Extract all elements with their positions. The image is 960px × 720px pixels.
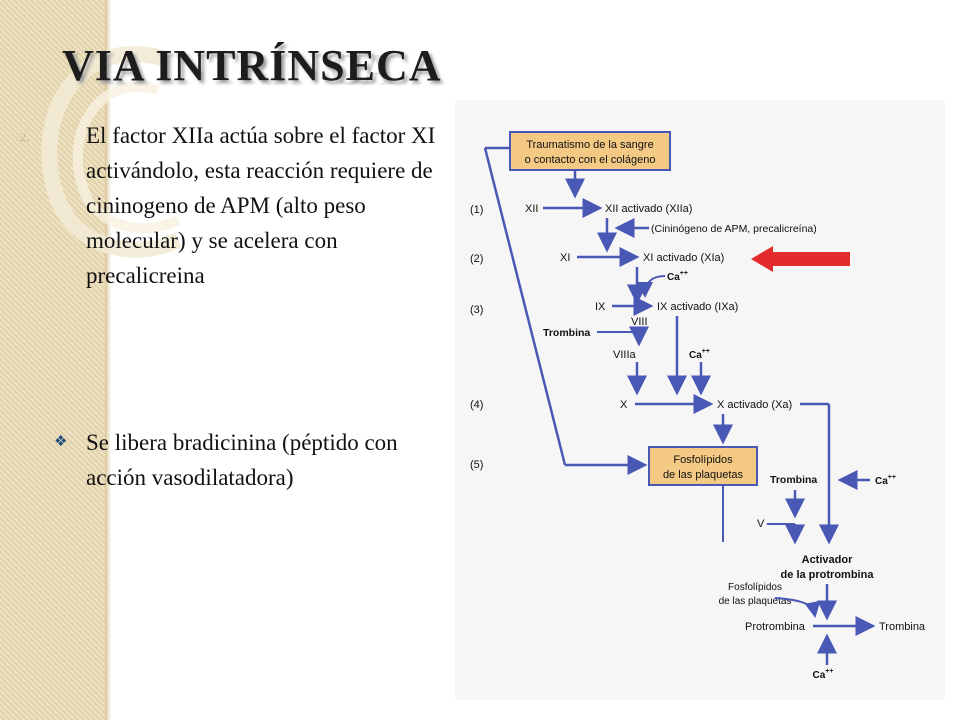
fosfo-line2: de las plaquetas	[663, 469, 744, 481]
activador-line2: de la protrombina	[781, 569, 875, 581]
step-2: (2)	[470, 253, 483, 265]
bullet-text-bradicinina: Se libera bradicinina (péptido con acció…	[86, 430, 398, 490]
arrow-fosfo2-curve	[774, 597, 821, 618]
label-v: V	[757, 518, 765, 530]
label-xia: XI activado (XIa)	[643, 252, 724, 264]
fosfolipidos-box	[648, 446, 758, 486]
start-box	[509, 131, 671, 171]
start-box-line2: o contacto con el colágeno	[525, 154, 656, 166]
label-ca-2: Ca++	[689, 348, 710, 361]
label-x: X	[620, 399, 628, 411]
fosfo-line1: Fosfolípidos	[673, 454, 733, 466]
fosfo2-line1: Fosfolípidos	[728, 582, 782, 593]
label-ca-4: Ca++	[813, 668, 834, 681]
diamond-bullet-icon: ❖	[54, 434, 68, 450]
step-5: (5)	[470, 459, 483, 471]
step-4: (4)	[470, 399, 483, 411]
bullet-text-factor-xiia: El factor XIIa actúa sobre el factor XI …	[86, 123, 436, 288]
label-cininogeno: (Cininógeno de APM, precalicreína)	[651, 223, 817, 235]
main-diagonal-line-2	[483, 147, 567, 466]
step-3: (3)	[470, 304, 483, 316]
label-trombina-3: Trombina	[879, 621, 926, 633]
step-1: (1)	[470, 204, 483, 216]
label-ca-3: Ca++	[875, 474, 896, 487]
label-trombina-1: Trombina	[543, 327, 590, 339]
decorative-swirl	[41, 46, 182, 258]
label-viii: VIII	[631, 316, 648, 328]
label-trombina-2: Trombina	[770, 474, 817, 486]
label-xi: XI	[560, 252, 570, 264]
fosfo2-line2: de las plaquetas	[719, 596, 792, 607]
bullet-number: 2.	[20, 130, 29, 144]
red-pointer-head	[751, 246, 773, 272]
arrow-ca1-curve	[637, 275, 666, 298]
label-viiia: VIIIa	[613, 349, 637, 361]
label-protrombina: Protrombina	[745, 621, 806, 633]
label-ix: IX	[595, 301, 606, 313]
title-ghost-text: CA	[330, 45, 394, 94]
label-ixa: IX activado (IXa)	[657, 301, 738, 313]
slide-title: VIA INTRÍNSECA	[62, 41, 442, 90]
intrinsic-pathway-diagram: Traumatismo de la sangre o contacto con …	[470, 131, 926, 681]
activador-line1: Activador	[802, 554, 853, 566]
label-ca-1: Ca++	[667, 270, 688, 283]
label-xa: X activado (Xa)	[717, 399, 792, 411]
decorative-band-edge	[105, 0, 111, 720]
start-box-line1: Traumatismo de la sangre	[526, 139, 653, 151]
label-xiia: XII activado (XIIa)	[605, 203, 692, 215]
label-xii: XII	[525, 203, 538, 215]
